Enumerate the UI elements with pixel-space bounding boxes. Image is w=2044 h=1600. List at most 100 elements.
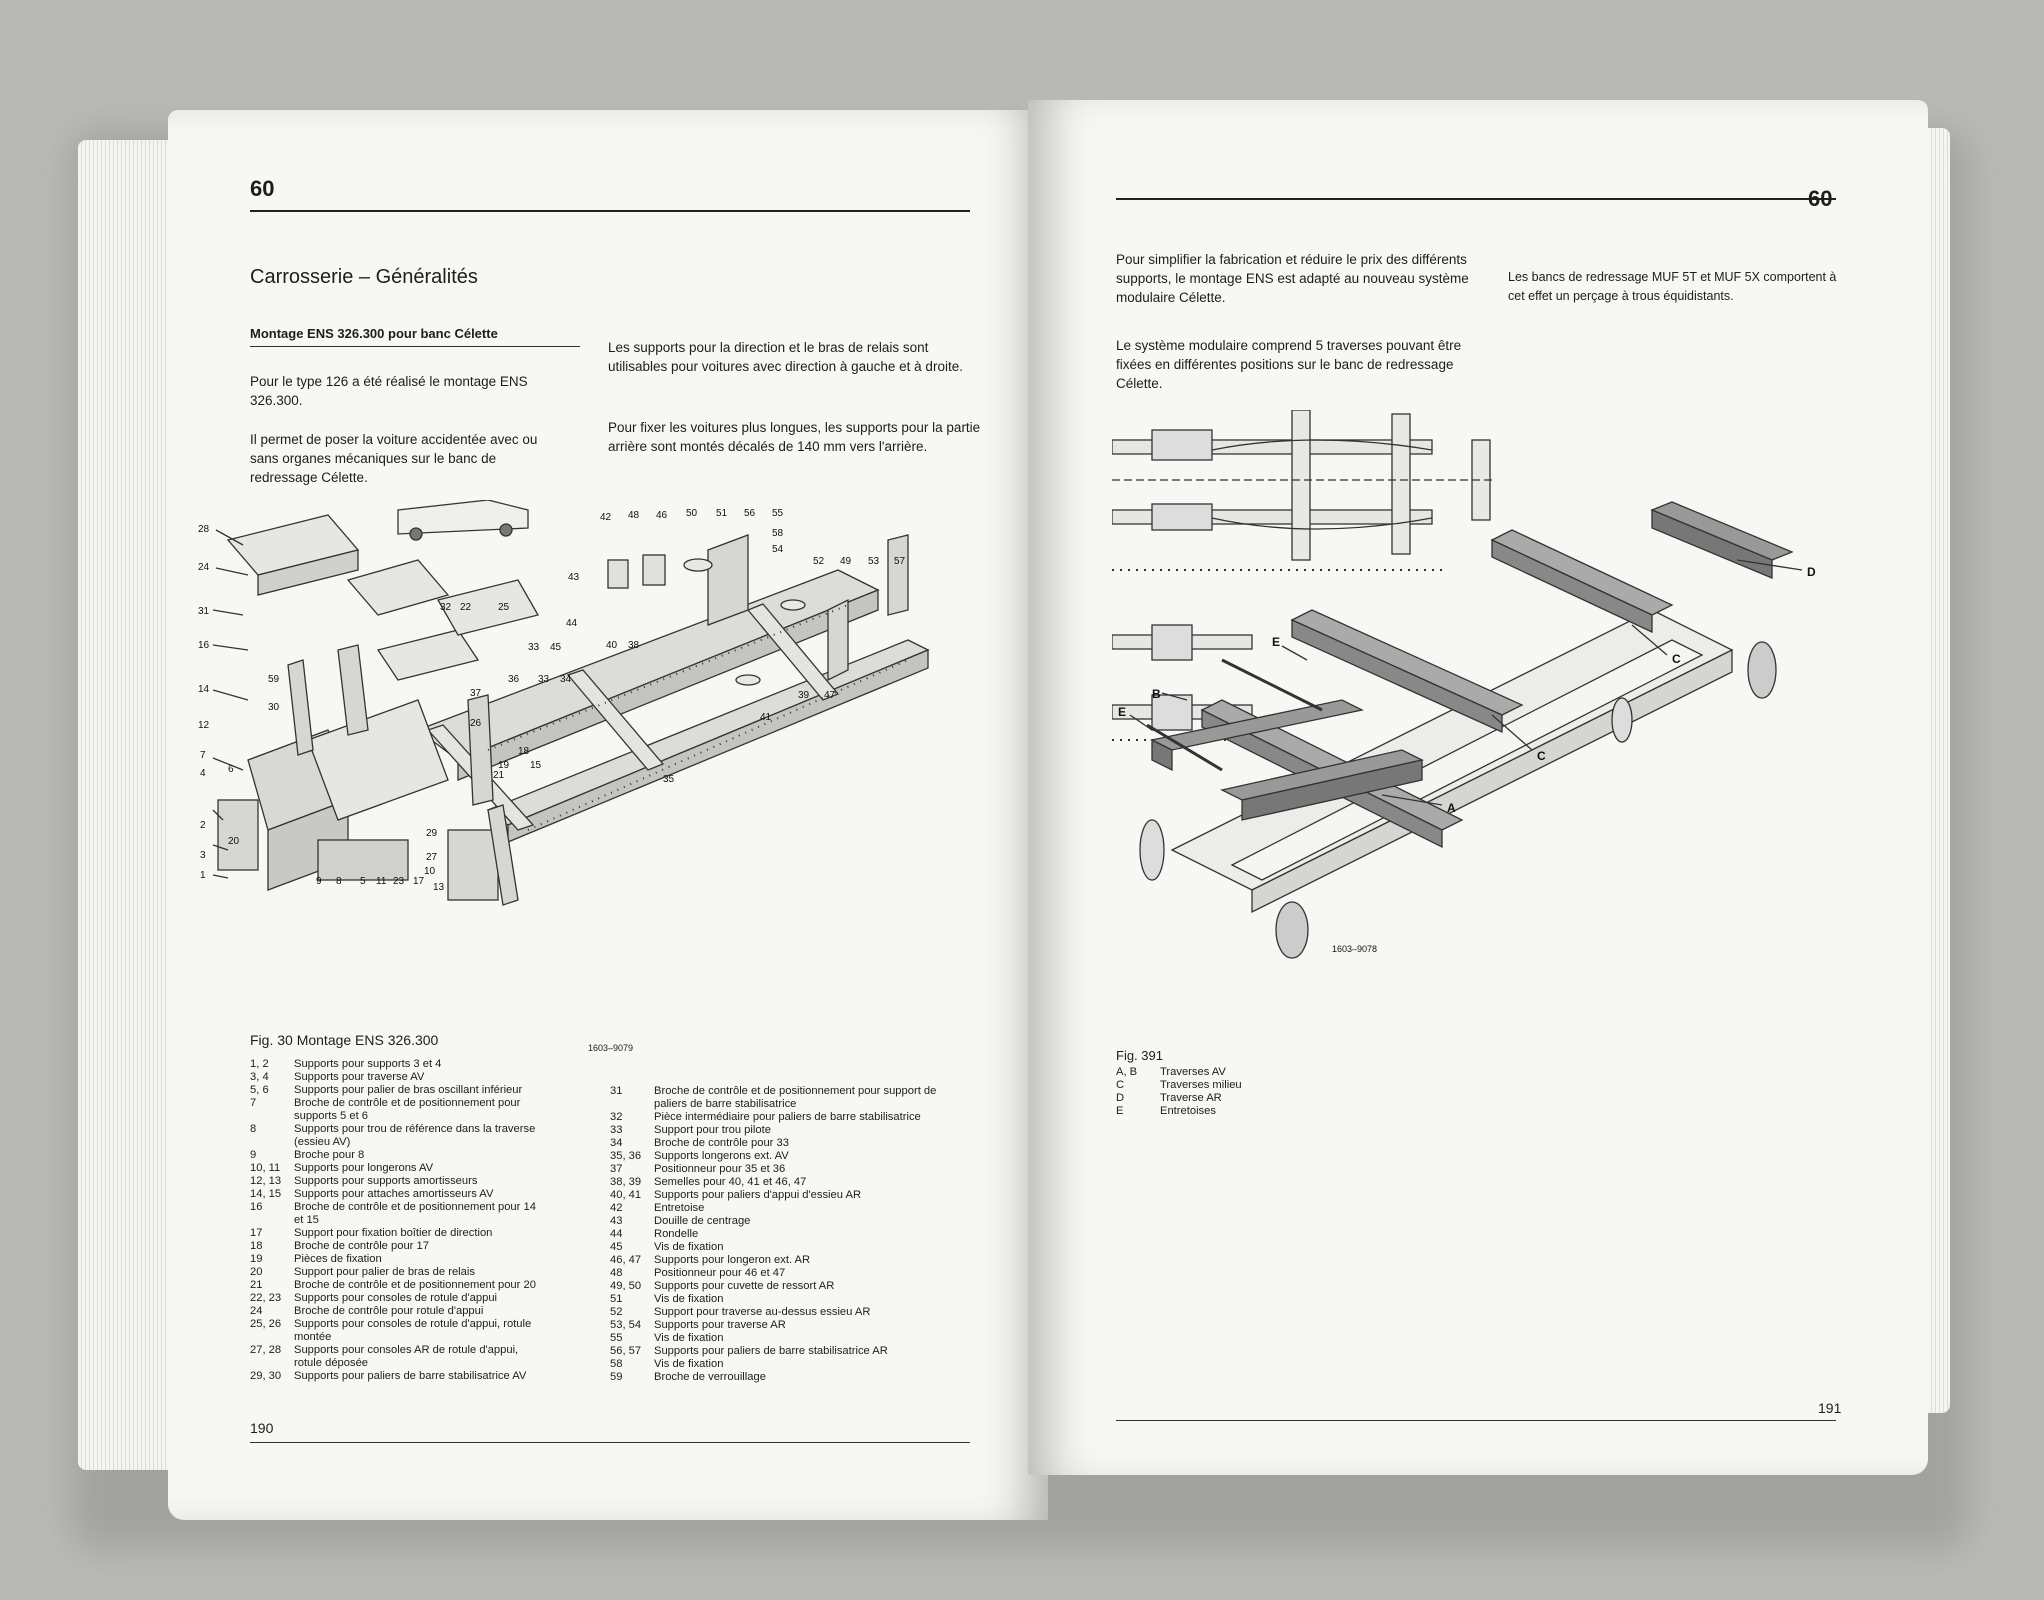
legend-item-number: 29, 30: [250, 1370, 282, 1382]
legend-item-text: Supports pour traverse AV: [294, 1071, 425, 1083]
legend-item-text: Vis de fixation: [654, 1241, 724, 1253]
label-36: 36: [508, 674, 520, 685]
figure-reference: 1603–9079: [588, 1043, 634, 1053]
label-C-lower: C: [1537, 749, 1546, 763]
label-55: 55: [772, 508, 784, 519]
label-17: 17: [413, 876, 425, 887]
legend-item-text: Vis de fixation: [654, 1332, 724, 1344]
label-1: 1: [200, 870, 206, 881]
label-E-upper: E: [1272, 635, 1280, 649]
legend-item-number: 5, 6: [250, 1084, 269, 1096]
label-A: A: [1447, 801, 1456, 815]
legend-item-text: Traverse AR: [1160, 1092, 1222, 1104]
label-52: 52: [813, 556, 825, 567]
exploded-mounting-diagram: 42 48 46 50 51 56 55 58 54 53 52 49 57 2…: [198, 500, 930, 906]
label-59: 59: [268, 674, 280, 685]
figure-caption: Fig. 391: [1116, 1048, 1163, 1063]
label-16: 16: [198, 640, 210, 651]
legend-item: 44 Rondelle: [610, 1228, 940, 1241]
legend-item-text: Supports pour paliers d'appui d'essieu A…: [654, 1189, 862, 1201]
legend-item-number: 17: [250, 1227, 263, 1239]
legend-item-text: Broche de contrôle et de positionnement …: [654, 1085, 937, 1110]
label-13: 13: [433, 882, 445, 893]
legend-item-text: Supports pour longeron ext. AR: [654, 1254, 811, 1266]
legend-item-text: Broche de contrôle pour 33: [654, 1137, 789, 1149]
legend-item-number: 51: [610, 1293, 623, 1305]
legend-item-number: 44: [610, 1228, 623, 1240]
label-14: 14: [198, 684, 210, 695]
legend-item: 27, 28 Supports pour consoles AR de rotul…: [250, 1344, 540, 1370]
label-11: 11: [376, 876, 387, 887]
label-43: 43: [568, 572, 580, 583]
label-39: 39: [798, 690, 810, 701]
label-44: 44: [566, 618, 578, 629]
section-title: Carrosserie – Généralités: [250, 266, 478, 288]
legend-item-text: Broche de contrôle et de positionnement …: [294, 1097, 521, 1122]
legend-item-number: 25, 26: [250, 1318, 282, 1330]
label-25: 25: [498, 602, 510, 613]
legend-item-text: Broche de contrôle et de positionnement …: [294, 1201, 536, 1226]
legend-item-number: 55: [610, 1332, 623, 1344]
legend-item-number: 33: [610, 1124, 623, 1136]
legend-item-number: E: [1116, 1105, 1124, 1117]
legend-item-number: 59: [610, 1371, 623, 1383]
label-12: 12: [198, 720, 210, 731]
label-6: 6: [228, 764, 234, 775]
label-45: 45: [550, 642, 562, 653]
label-28: 28: [198, 524, 210, 535]
label-8: 8: [336, 876, 342, 887]
label-47: 47: [824, 690, 836, 701]
legend-item-text: Support pour traverse au-dessus essieu A…: [654, 1306, 871, 1318]
label-24: 24: [198, 562, 210, 573]
legend-item-number: 37: [610, 1163, 623, 1175]
legend-item-text: Broche de contrôle et de positionnement …: [294, 1279, 536, 1291]
label-33b: 33: [538, 674, 550, 685]
legend-item-text: Positionneur pour 35 et 36: [654, 1163, 786, 1175]
label-2: 2: [200, 820, 206, 831]
label-4: 4: [200, 768, 206, 779]
legend-item: 37 Positionneur pour 35 et 36: [610, 1163, 940, 1176]
legend-item-number: 12, 13: [250, 1175, 282, 1187]
body-paragraph-1: Pour simplifier la fabrication et réduir…: [1116, 252, 1469, 305]
label-49: 49: [840, 556, 852, 567]
legend-item-text: Entretoise: [654, 1202, 705, 1214]
legend-item: 55 Vis de fixation: [610, 1332, 940, 1345]
legend-item-text: Pièce intermédiaire pour paliers de barr…: [654, 1111, 921, 1123]
page-number: 191: [1818, 1400, 1842, 1416]
legend-item-number: 58: [610, 1358, 623, 1370]
legend-item-number: 49, 50: [610, 1280, 642, 1292]
legend-item-number: 32: [610, 1111, 623, 1123]
legend-item-number: 9: [250, 1149, 257, 1161]
legend-item-text: Support pour trou pilote: [654, 1124, 771, 1136]
label-50: 50: [686, 508, 698, 519]
legend-item-text: Rondelle: [654, 1228, 699, 1240]
legend-item-text: Supports pour consoles AR de rotule d'ap…: [294, 1344, 519, 1369]
label-51: 51: [716, 508, 728, 519]
label-23: 23: [393, 876, 405, 887]
label-C-upper: C: [1672, 652, 1681, 666]
body-paragraph-2: Le système modulaire comprend 5 traverse…: [1116, 338, 1462, 391]
body-paragraph-1: Les supports pour la direction et le bra…: [608, 340, 963, 374]
legend-item-text: Broche pour 8: [294, 1149, 365, 1161]
footer-rule: [1116, 1420, 1836, 1421]
legend-item-text: Positionneur pour 46 et 47: [654, 1267, 786, 1279]
label-57: 57: [894, 556, 906, 567]
label-20: 20: [228, 836, 240, 847]
legend-item-number: 27, 28: [250, 1344, 282, 1356]
legend-item: 9 Broche pour 8: [250, 1149, 540, 1162]
label-E-lower: E: [1118, 705, 1126, 719]
